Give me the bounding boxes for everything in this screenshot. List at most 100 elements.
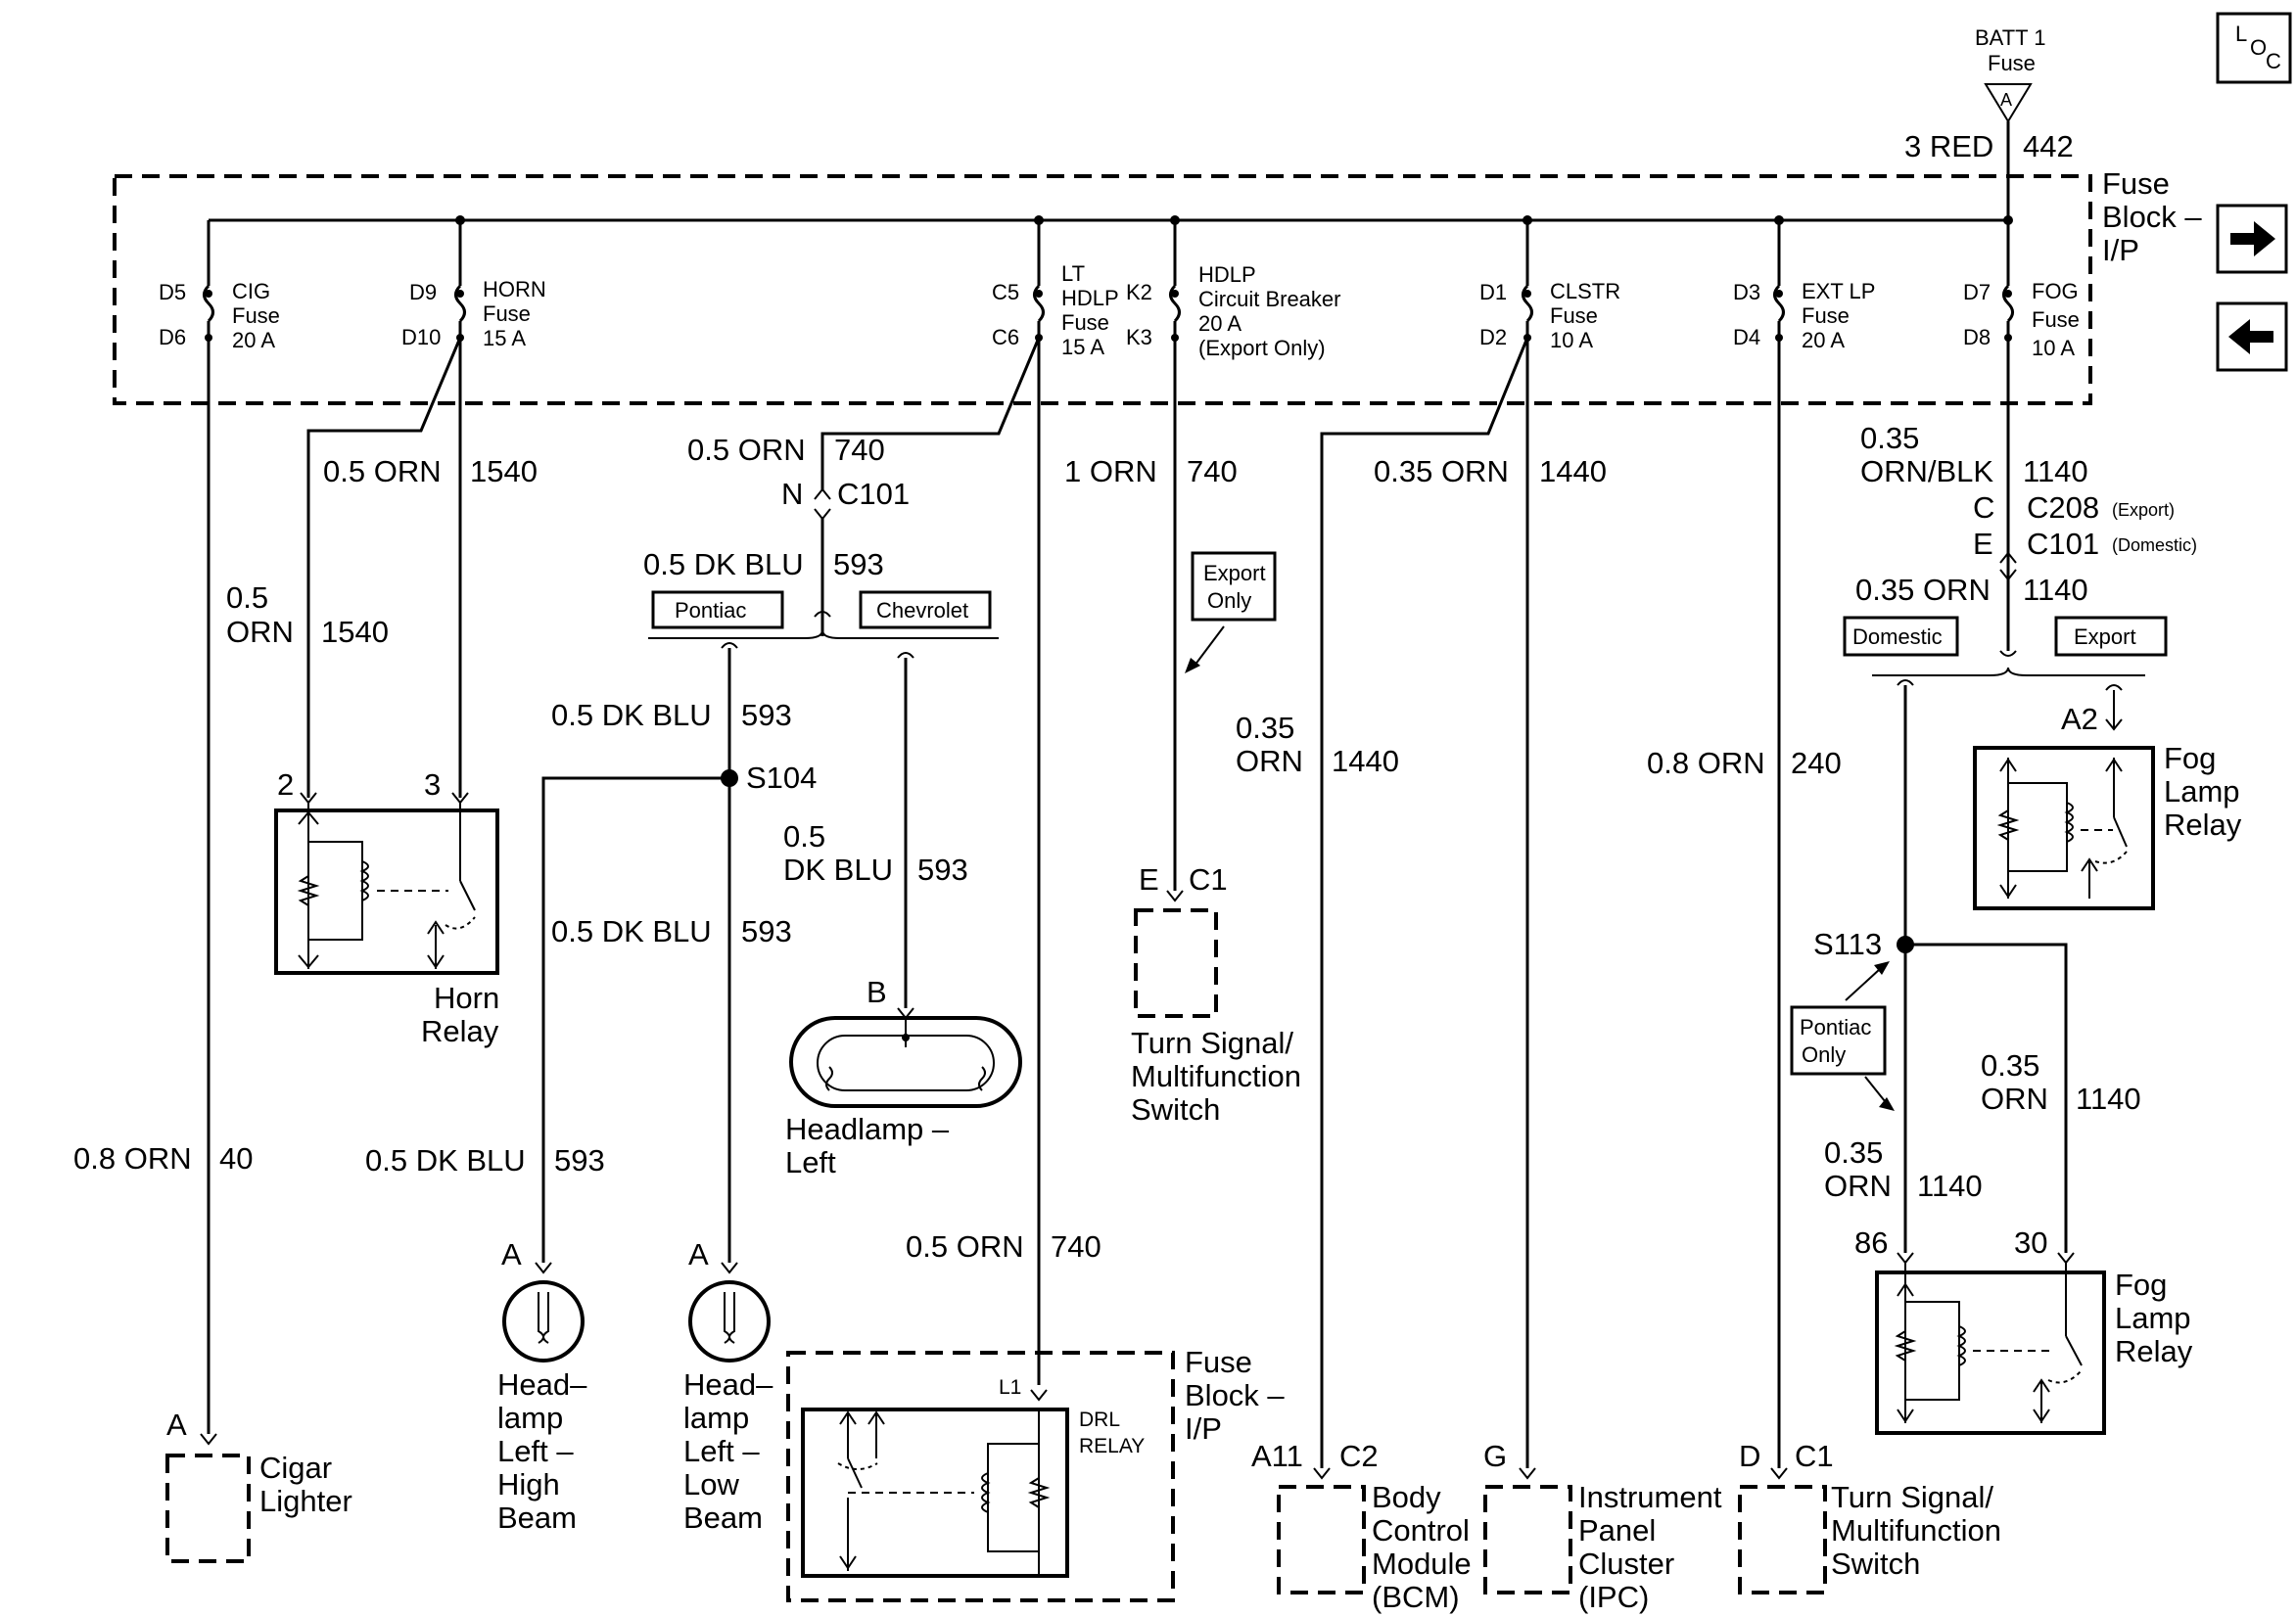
connectors-ipc-pin: G [1483, 1439, 1507, 1473]
components-low-beam-l3: Left – [683, 1434, 760, 1468]
fog-relay-bottom: 86 30 Fog Lamp Relay [1854, 1225, 2193, 1435]
components-bcm-l2: Control [1372, 1513, 1470, 1548]
components-fog-relay-top-l3: Relay [2164, 808, 2242, 842]
wires-clstr-b-color2: ORN [1236, 744, 1303, 778]
fuses-lthd-top: C5 [992, 280, 1019, 304]
components-low-beam-pin: A [688, 1237, 709, 1271]
fuses-lthd-l4: 15 A [1061, 335, 1104, 359]
fuses-hdlp-bottom: K3 [1126, 325, 1152, 349]
fuses-extlp-bottom: D4 [1733, 325, 1760, 349]
connectors-ts-bottom-pin: D [1739, 1439, 1760, 1473]
wires-fog-c-color2: ORN [1981, 1082, 2048, 1116]
fuses-lthd-bottom: C6 [992, 325, 1019, 349]
fog-wire-labels: 0.35 ORN/BLK 1140 [1860, 421, 2088, 488]
splices-s104: S104 [746, 761, 817, 795]
components-horn-relay-pin-right: 3 [424, 767, 441, 802]
wires-fog-a-circuit: 1140 [2023, 454, 2088, 488]
components-fog-relay-bottom-pin-left: 86 [1854, 1225, 1888, 1260]
components-fuse-block-lower-l2: Block – [1185, 1378, 1285, 1412]
fuses-cig-bottom: D6 [159, 325, 186, 349]
connectors-c208-note: (Export) [2112, 500, 2175, 520]
components-ipc-l1: Instrument [1578, 1480, 1722, 1514]
fuses-extlp-l2: Fuse [1802, 303, 1850, 328]
hdlp-wire-labels: 1 ORN 740 [1064, 454, 1238, 488]
wires-fog-b-circuit: 1140 [2023, 573, 2088, 607]
fuses-extlp-l3: 20 A [1802, 328, 1845, 352]
fog-c-labels: 0.35 ORN 1140 [1981, 1048, 2141, 1116]
wires-blu5-color1: 0.5 [783, 819, 825, 854]
fuses-fog-l3: 10 A [2032, 336, 2075, 360]
components-headlamp-left-l1: Headlamp – [785, 1112, 950, 1146]
connectors-drl-pin: L1 [999, 1376, 1021, 1399]
components-fuse-block-lower-l3: I/P [1185, 1411, 1222, 1446]
wires-hdlp-circuit: 740 [1187, 454, 1238, 488]
wires-fog-c-circuit: 1140 [2076, 1082, 2141, 1116]
components-high-beam-l1: Head– [497, 1367, 587, 1402]
export-only-tag: Export Only [1185, 551, 1277, 673]
wires-fog-d-color1: 0.35 [1824, 1135, 1883, 1170]
blu4-labels: 0.5 DK BLU 593 [365, 1143, 605, 1178]
fog-b-labels: 0.35 ORN 1140 [1855, 573, 2088, 607]
loc-c: C [2266, 49, 2281, 73]
back-button[interactable] [2216, 301, 2288, 372]
high-beam-lamp: A Head– lamp Left – High Beam [497, 1237, 587, 1535]
fuses-cig-l1: CIG [232, 279, 270, 303]
connectors-ts-top-pin: E [1139, 862, 1159, 897]
blu1-labels: 0.5 DK BLU 593 [643, 547, 884, 581]
wires-horn-b-circuit: 1540 [321, 615, 389, 649]
connectors-bcm-name: C2 [1339, 1439, 1379, 1473]
fuses-hdlp-l1: HDLP [1198, 262, 1256, 287]
components-drl-relay-l2: RELAY [1079, 1435, 1145, 1457]
cigar-lighter: A Cigar Lighter [165, 1408, 352, 1563]
wires-extlp-circuit: 240 [1791, 746, 1842, 780]
fuses-fog-l1: FOG [2032, 279, 2079, 303]
tags-pontiac-only-1: Pontiac [1800, 1015, 1871, 1040]
batt-circuit: 442 [2023, 129, 2074, 163]
fuses-horn-top: D9 [409, 280, 437, 304]
components-high-beam-l4: High [497, 1467, 560, 1502]
connectors-c101-n-pin: N [781, 477, 803, 511]
connectors-bcm-pin: A11 [1251, 1439, 1303, 1473]
splices-s113: S113 [1813, 927, 1882, 961]
fuses-hdlp-top: K2 [1126, 280, 1152, 304]
wires-horn-a-color: 0.5 ORN [323, 454, 442, 488]
wires-lthd-b-circuit: 740 [1051, 1229, 1101, 1264]
fuses-horn-l3: 15 A [483, 326, 526, 350]
components-turn-bottom-l1: Turn Signal/ [1831, 1480, 1993, 1514]
horn-wire-labels: 0.5 ORN 1540 0.5 ORN 1540 [226, 454, 538, 649]
components-turn-top-l1: Turn Signal/ [1131, 1026, 1293, 1060]
chevrolet-tag: Chevrolet [876, 598, 968, 623]
components-high-beam-l3: Left – [497, 1434, 574, 1468]
domestic-tag: Domestic [1852, 624, 1943, 649]
wires-extlp-color: 0.8 ORN [1647, 746, 1765, 780]
wires-lthd-a-circuit: 740 [834, 433, 885, 467]
clstr-fuse: D1 D2 CLSTR Fuse 10 A [1320, 220, 1620, 1468]
wires-lthd-b-color: 0.5 ORN [906, 1229, 1024, 1264]
fuses-extlp-top: D3 [1733, 280, 1760, 304]
pontiac-only-tag: Pontiac Only [1790, 961, 1895, 1111]
fuses-fog-l2: Fuse [2032, 307, 2080, 332]
forward-button[interactable] [2216, 204, 2288, 274]
horn-relay: 2 3 Horn Relay [274, 767, 499, 1048]
components-fog-relay-top-pin: A2 [2061, 702, 2098, 736]
fuses-clstr-l1: CLSTR [1550, 279, 1620, 303]
tags-pontiac-only-2: Only [1802, 1042, 1846, 1067]
wires-blu2-color: 0.5 DK BLU [551, 698, 712, 732]
tags-export-only-1: Export [1203, 561, 1266, 585]
wires-clstr-a-color: 0.35 ORN [1374, 454, 1509, 488]
components-ipc-l3: Cluster [1578, 1547, 1674, 1581]
components-fog-relay-bottom-pin-right: 30 [2014, 1225, 2047, 1260]
components-cigar-pin: A [166, 1408, 187, 1442]
batt-fuse: BATT 1 Fuse A 3 RED 442 [1904, 25, 2074, 220]
fuses-cig-l2: Fuse [232, 303, 280, 328]
components-fog-relay-bottom-l3: Relay [2115, 1334, 2193, 1368]
pontiac-tag: Pontiac [675, 598, 746, 623]
wires-horn-a-circuit: 1540 [470, 454, 538, 488]
wires-blu4-color: 0.5 DK BLU [365, 1143, 526, 1178]
domestic-export-split: Domestic Export [1843, 616, 2168, 1253]
fuse-block-line1: Fuse [2102, 166, 2170, 201]
fuses-clstr-l3: 10 A [1550, 328, 1593, 352]
wires-fog-d-color2: ORN [1824, 1169, 1892, 1203]
ext-lp-fuse: D3 D4 EXT LP Fuse 20 A [1733, 220, 1875, 1468]
loc-button[interactable]: L O C [2216, 12, 2292, 84]
